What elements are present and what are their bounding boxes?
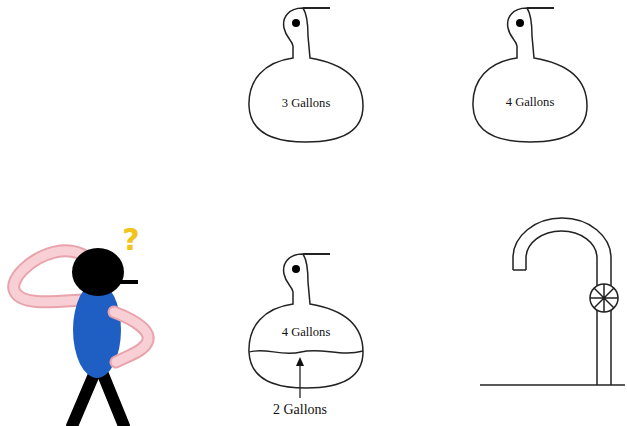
jug-body: [473, 8, 587, 142]
water-line: [249, 351, 363, 354]
leg: [102, 372, 124, 426]
cap-brim: [112, 280, 138, 284]
puzzled-person: [14, 248, 148, 426]
jug-spout: [303, 253, 330, 255]
ground-line: [480, 384, 625, 386]
arm: [114, 312, 148, 362]
jug-label: 4 Gallons: [246, 324, 366, 340]
jug: 3 Gallons: [246, 6, 366, 146]
question-mark: ?: [122, 224, 139, 256]
jug-label: 3 Gallons: [246, 95, 366, 111]
jug-label: 4 Gallons: [470, 94, 590, 110]
jug-spout: [303, 7, 330, 9]
jug-body: [249, 254, 363, 388]
jug-hole: [292, 19, 300, 27]
leader-line: [299, 364, 300, 398]
wheel-spokes: [590, 284, 618, 312]
jug-hole: [516, 19, 524, 27]
callout-label: 2 Gallons: [273, 402, 327, 418]
jug-body: [249, 8, 363, 142]
spout-end: [513, 269, 526, 271]
head: [72, 248, 124, 296]
arm-outline: [114, 312, 148, 362]
faucet-inner: [526, 231, 597, 385]
valve-wheel: [590, 284, 618, 312]
jug: 4 Gallons: [246, 252, 366, 392]
jug-spout: [527, 7, 554, 9]
leg: [72, 372, 95, 426]
arrowhead: [296, 357, 304, 366]
leader-arrow: [296, 357, 304, 398]
faucet: [480, 218, 625, 385]
jug-outline: [246, 252, 366, 392]
jug-outline: [470, 6, 590, 146]
jug: 4 Gallons: [470, 6, 590, 146]
jug-outline: [246, 6, 366, 146]
jug-hole: [292, 265, 300, 273]
